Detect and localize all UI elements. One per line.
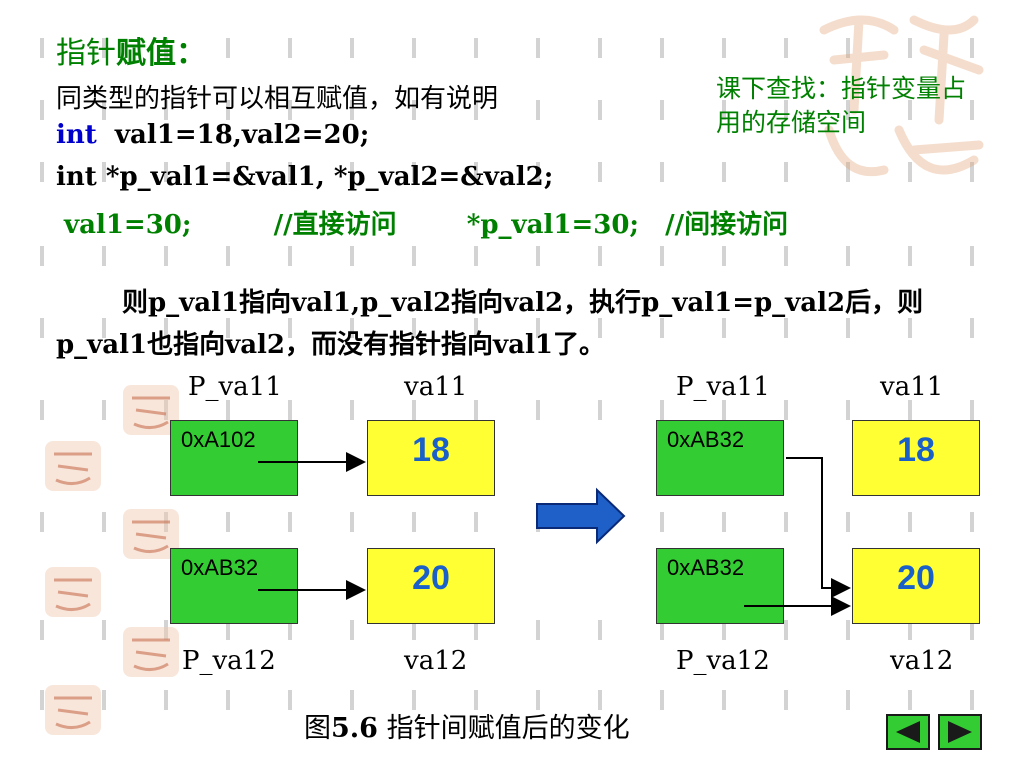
keyword-int: int xyxy=(56,120,97,150)
intro-line: 同类型的指针可以相互赋值，如有说明 xyxy=(56,84,499,114)
value-box-2-before: 20 xyxy=(367,548,495,624)
pointer-box-1-before: 0xA102 xyxy=(170,420,298,496)
seal-decoration-icon xyxy=(819,15,984,177)
triangle-right-icon xyxy=(948,721,972,743)
page-title: 指针赋值： xyxy=(56,28,206,72)
pointer-box-2-after: 0xAB32 xyxy=(656,548,784,624)
decorative-rule xyxy=(40,318,1000,338)
decorative-rule xyxy=(40,620,1000,640)
pointer-box-1-after: 0xAB32 xyxy=(656,420,784,496)
explanation-text: 则p_val1指向val1,p_val2指向val2，执行p_val1=p_va… xyxy=(56,288,924,360)
stamp-decoration-icon xyxy=(123,509,179,559)
value-box-1-before: 18 xyxy=(367,420,495,496)
code-line-declare-pointers: int *p_val1=&val1, *p_val2=&val2; xyxy=(56,162,554,192)
prev-slide-button[interactable] xyxy=(886,714,930,750)
stamp-decoration-icon xyxy=(45,441,101,491)
value-box-2-after: 20 xyxy=(852,548,980,624)
decorative-rule xyxy=(40,690,1000,710)
decorative-rule xyxy=(40,246,1000,266)
decorative-rule xyxy=(40,38,1000,58)
stamp-decoration-icon xyxy=(123,627,179,677)
next-slide-button[interactable] xyxy=(938,714,982,750)
pointer-box-2-before: 0xAB32 xyxy=(170,548,298,624)
caption-number: 5.6 xyxy=(331,713,378,744)
triangle-left-icon xyxy=(896,721,920,743)
decorative-rule xyxy=(40,162,1000,182)
decorative-rule xyxy=(40,400,1000,420)
label-pointer1-after: P_va11 xyxy=(676,372,770,402)
stamp-decoration-icon xyxy=(45,685,101,735)
comment-indirect-access: //间接访问 xyxy=(665,210,789,240)
code-declare-values: val1=18,val2=20; xyxy=(96,120,370,150)
stamp-decoration-icon xyxy=(45,567,101,617)
stamp-decoration-icon xyxy=(123,385,179,435)
label-pointer2-after: P_va12 xyxy=(676,646,770,676)
figure-caption: 图5.6 指针间赋值后的变化 xyxy=(304,706,630,745)
code-indirect-assign: *p_val1=30; xyxy=(466,210,640,240)
label-value1-before: va11 xyxy=(404,372,468,402)
value-box-1-after: 18 xyxy=(852,420,980,496)
title-part-plain: 指针 xyxy=(56,36,116,71)
explanation-paragraph: 则p_val1指向val1,p_val2指向val2，执行p_val1=p_va… xyxy=(56,282,976,366)
side-note: 课下查找：指针变量占用的存储空间 xyxy=(716,74,967,137)
decorative-rule xyxy=(40,512,1000,532)
label-value1-after: va11 xyxy=(880,372,944,402)
label-value2-after: va12 xyxy=(890,646,954,676)
code-line-declare-values: int val1=18,val2=20; xyxy=(56,120,369,150)
comment-direct-access: //直接访问 xyxy=(273,210,397,240)
caption-prefix: 图 xyxy=(304,713,331,744)
label-pointer2-before: P_va12 xyxy=(182,646,276,676)
label-pointer1-before: P_va11 xyxy=(188,372,282,402)
code-direct-assign: val1=30; xyxy=(64,210,192,240)
title-part-bold: 赋值： xyxy=(116,36,206,71)
caption-text: 指针间赋值后的变化 xyxy=(377,713,630,744)
label-value2-before: va12 xyxy=(404,646,468,676)
decorative-rule xyxy=(40,100,1000,120)
code-line-access: val1=30; //直接访问 *p_val1=30; //间接访问 xyxy=(64,204,788,241)
